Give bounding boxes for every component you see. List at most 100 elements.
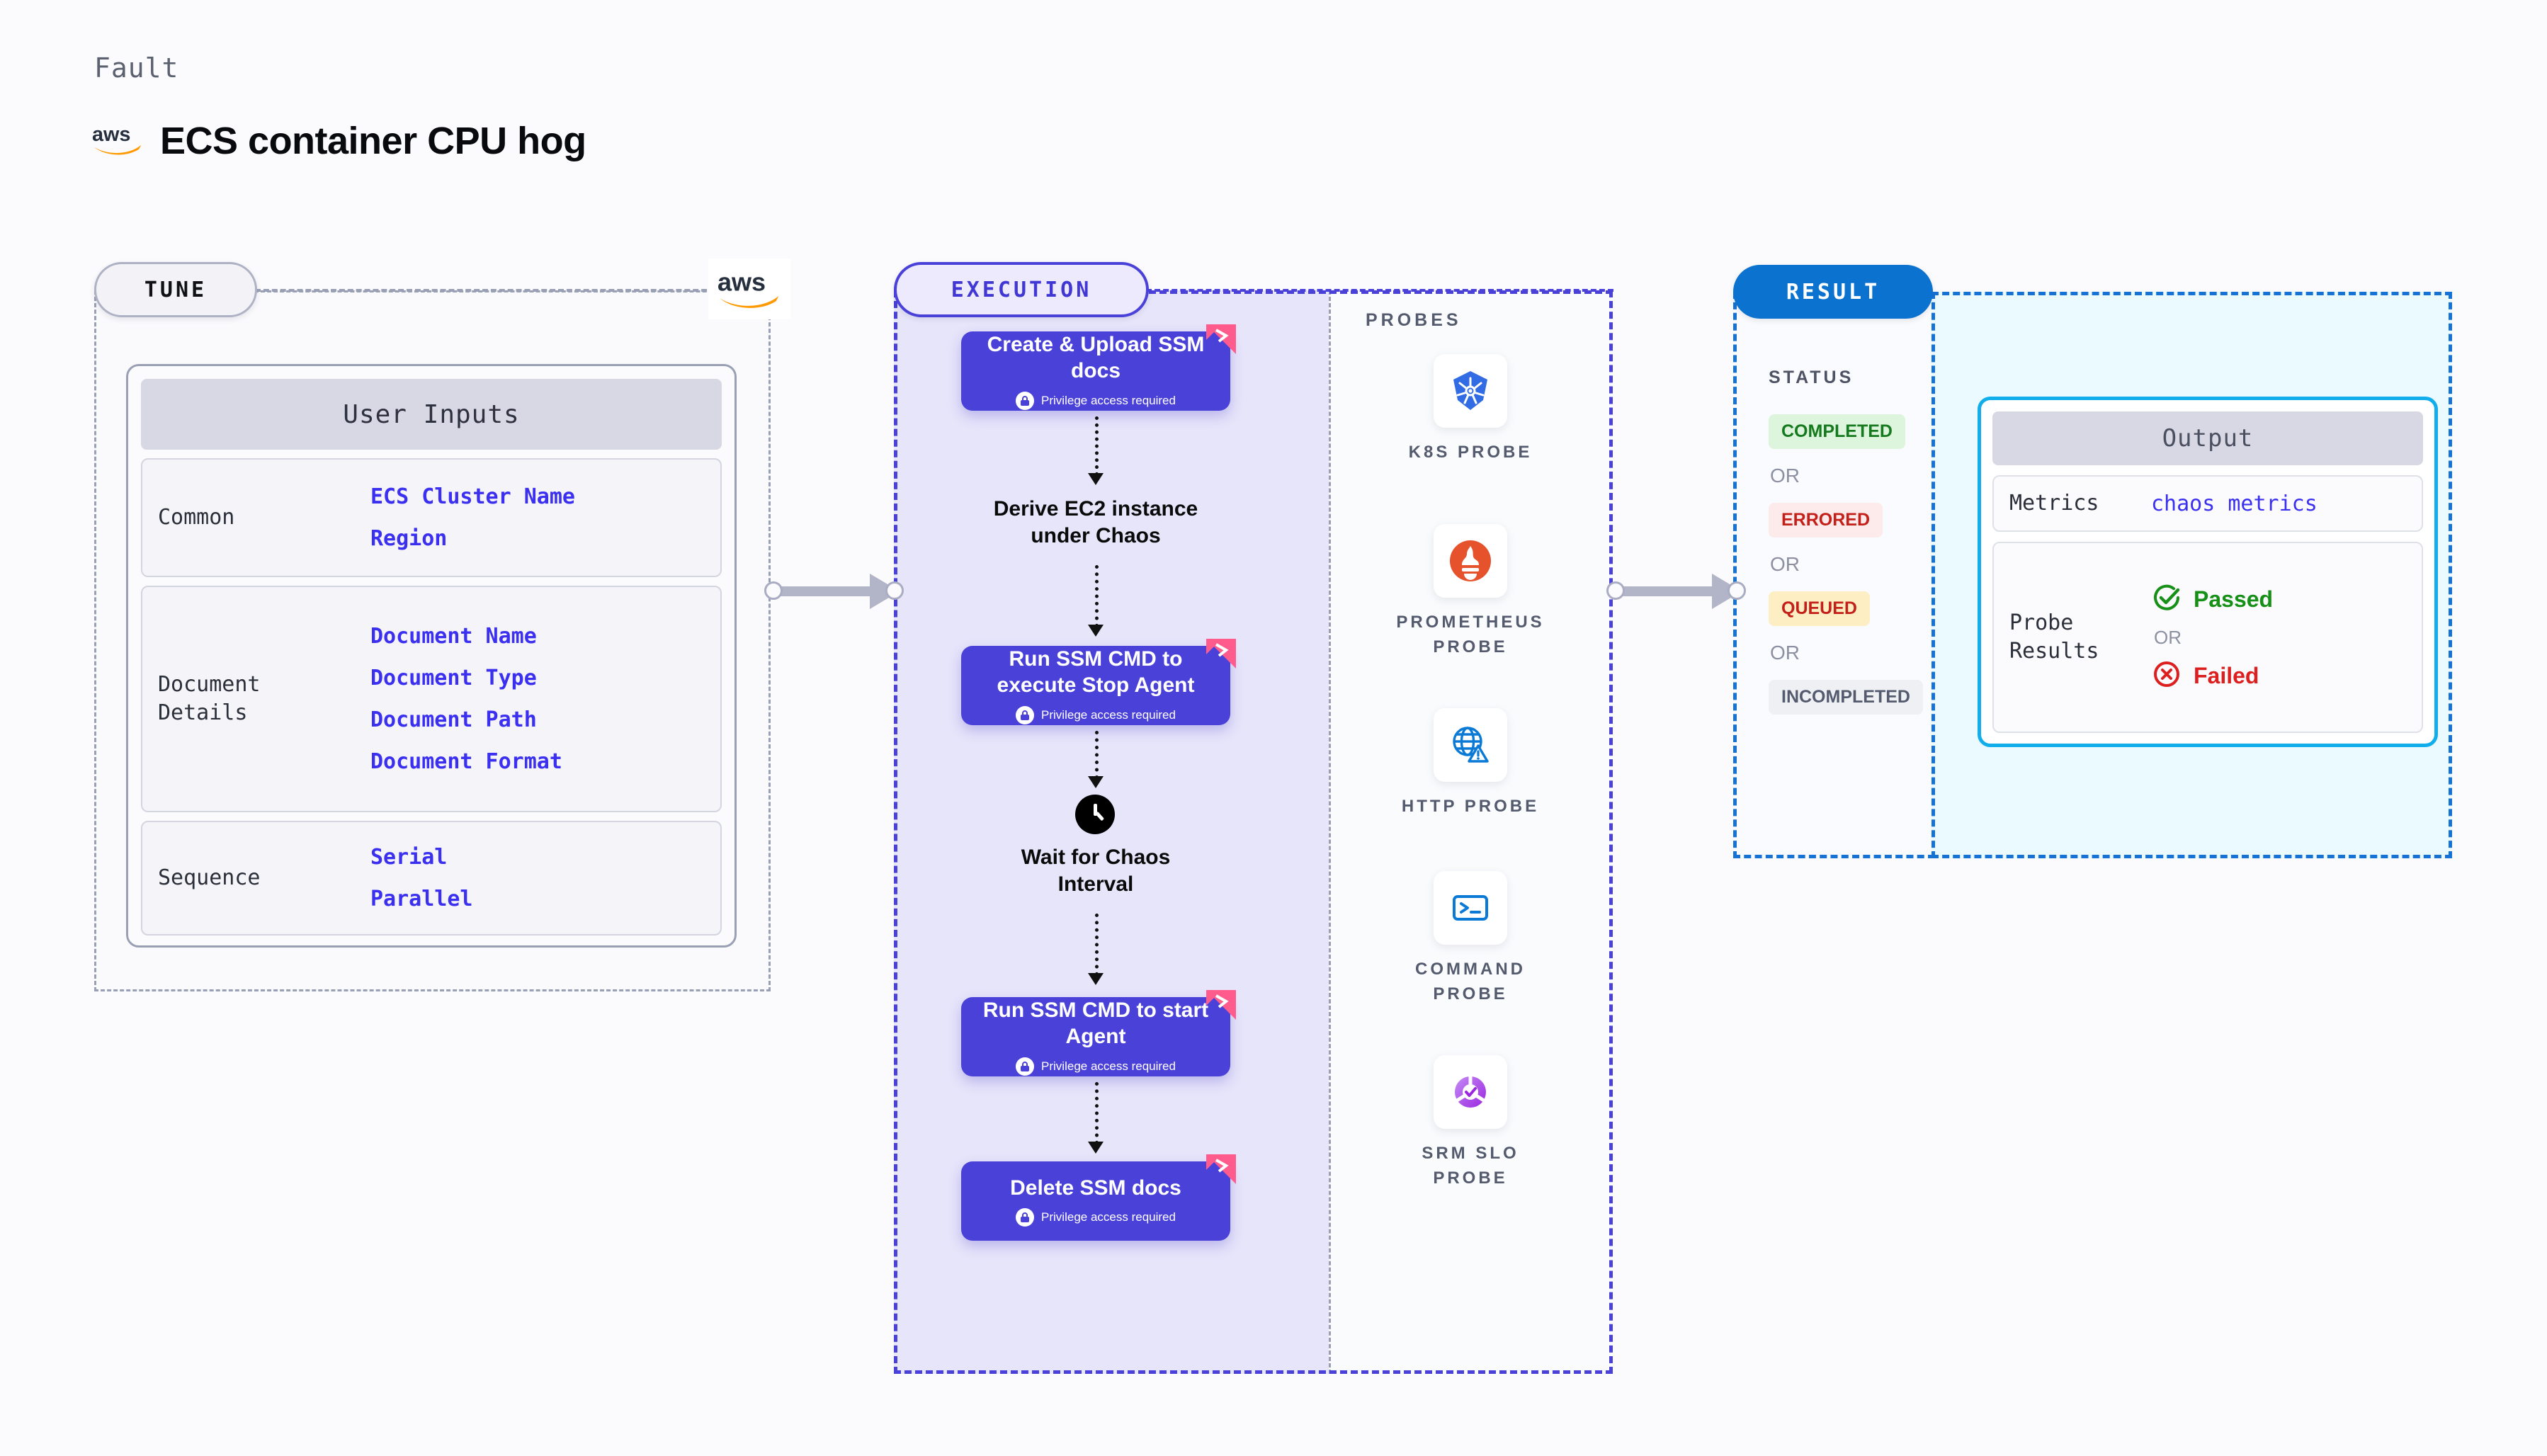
status-list: COMPLETED OR ERRORED OR QUEUED OR INCOMP… bbox=[1769, 414, 1931, 715]
status-title: STATUS bbox=[1769, 368, 1854, 387]
or-label: OR bbox=[1770, 553, 1800, 575]
flow-connector bbox=[1095, 731, 1099, 779]
lock-icon bbox=[1016, 391, 1035, 410]
litmus-flag-icon bbox=[1202, 320, 1240, 358]
input-value[interactable]: Document Path bbox=[370, 707, 537, 732]
result-panel bbox=[1733, 292, 1935, 858]
probe-label: K8S PROBE bbox=[1408, 443, 1533, 462]
flow-step-run-ssm-cmd-start-agent[interactable]: Run SSM CMD to start Agent Privilege acc… bbox=[961, 990, 1236, 1076]
metrics-label: Metrics bbox=[2009, 490, 2099, 516]
flow-arrowhead-icon bbox=[1088, 973, 1104, 985]
prometheus-icon bbox=[1434, 524, 1507, 598]
flow-arrowhead-icon bbox=[1088, 776, 1104, 788]
output-title: Output bbox=[1992, 411, 2423, 465]
page-title-row: aws ECS container CPU hog bbox=[92, 119, 586, 163]
aws-logo-icon: aws bbox=[92, 123, 143, 160]
input-value[interactable]: Serial bbox=[370, 845, 448, 870]
privilege-note-text: Privilege access required bbox=[1041, 1210, 1176, 1224]
input-value[interactable]: Document Name bbox=[370, 624, 537, 649]
lock-icon bbox=[1016, 1208, 1035, 1227]
flow-step-delete-ssm-docs[interactable]: Delete SSM docs Privilege access require… bbox=[961, 1154, 1236, 1241]
flow-arrowhead-icon bbox=[1088, 473, 1104, 485]
tune-pill[interactable]: TUNE bbox=[94, 262, 257, 317]
user-inputs-card: User Inputs Common ECS Cluster Name Regi… bbox=[126, 364, 737, 948]
probe-result-passed: Passed bbox=[2151, 582, 2273, 617]
input-group-common: Common ECS Cluster Name Region bbox=[141, 458, 722, 577]
or-label: OR bbox=[1770, 642, 1800, 664]
privilege-note: Privilege access required bbox=[1016, 391, 1176, 410]
execution-panel bbox=[894, 290, 1613, 1374]
result-pill[interactable]: RESULT bbox=[1733, 265, 1933, 319]
probe-item-http[interactable]: HTTP PROBE bbox=[1383, 708, 1558, 819]
failed-label: Failed bbox=[2194, 662, 2259, 688]
aws-logo-icon-tune: aws bbox=[708, 258, 790, 319]
status-badge-queued: QUEUED bbox=[1769, 591, 1870, 626]
flow-connector bbox=[1095, 565, 1099, 627]
x-circle-icon bbox=[2151, 659, 2182, 693]
probes-title: PROBES bbox=[1366, 310, 1462, 330]
flow-step-run-ssm-cmd-stop-agent[interactable]: Run SSM CMD to execute Stop Agent Privil… bbox=[961, 639, 1236, 725]
flow-arrowhead-icon bbox=[1088, 625, 1104, 637]
kubernetes-icon bbox=[1434, 354, 1507, 428]
input-value[interactable]: Region bbox=[370, 526, 448, 551]
privilege-note-text: Privilege access required bbox=[1041, 1059, 1176, 1073]
input-group-label: Sequence bbox=[158, 865, 261, 890]
status-badge-errored: ERRORED bbox=[1769, 503, 1883, 538]
lock-icon bbox=[1016, 705, 1035, 724]
execution-leader-line bbox=[1146, 289, 1613, 292]
clock-icon bbox=[1075, 795, 1115, 834]
connector-tune-to-execution bbox=[764, 574, 905, 609]
status-badge-completed: COMPLETED bbox=[1769, 414, 1905, 449]
privilege-note: Privilege access required bbox=[1016, 705, 1176, 724]
litmus-flag-icon bbox=[1202, 1150, 1240, 1188]
metrics-value[interactable]: chaos metrics bbox=[2151, 491, 2318, 516]
input-value[interactable]: Document Type bbox=[370, 666, 537, 690]
flow-step-title: Delete SSM docs bbox=[1010, 1176, 1181, 1200]
input-group-sequence: Sequence Serial Parallel bbox=[141, 821, 722, 935]
connector-execution-to-result bbox=[1606, 574, 1747, 609]
check-circle-icon bbox=[2151, 582, 2182, 617]
lock-icon bbox=[1016, 1057, 1035, 1076]
flow-connector bbox=[1095, 1082, 1099, 1144]
execution-pill[interactable]: EXECUTION bbox=[894, 262, 1149, 317]
flow-arrowhead-icon bbox=[1088, 1142, 1104, 1154]
litmus-flag-icon bbox=[1202, 986, 1240, 1024]
flow-step-title: Run SSM CMD to execute Stop Agent bbox=[997, 647, 1195, 697]
or-label: OR bbox=[1770, 465, 1800, 487]
probe-label: HTTP PROBE bbox=[1401, 797, 1540, 816]
execution-flow: Create & Upload SSM docs Privilege acces… bbox=[894, 290, 1333, 1374]
terminal-icon bbox=[1434, 871, 1507, 945]
privilege-note: Privilege access required bbox=[1016, 1057, 1176, 1076]
page-title: ECS container CPU hog bbox=[160, 120, 586, 162]
tune-leader-line bbox=[255, 289, 715, 292]
litmus-flag-icon bbox=[1202, 635, 1240, 673]
flow-connector bbox=[1095, 914, 1099, 976]
input-value[interactable]: Parallel bbox=[370, 887, 473, 911]
or-label: OR bbox=[2154, 626, 2182, 648]
output-row-metrics: Metrics chaos metrics bbox=[1992, 475, 2423, 532]
privilege-note-text: Privilege access required bbox=[1041, 393, 1176, 407]
user-inputs-title: User Inputs bbox=[141, 379, 722, 450]
page-eyebrow: Fault bbox=[94, 52, 179, 84]
flow-step-create-upload-ssm-docs[interactable]: Create & Upload SSM docs Privilege acces… bbox=[961, 324, 1236, 411]
probe-item-k8s[interactable]: K8S PROBE bbox=[1383, 354, 1558, 465]
passed-label: Passed bbox=[2194, 586, 2274, 612]
probe-result-failed: Failed bbox=[2151, 659, 2273, 693]
probes-panel bbox=[1329, 290, 1612, 1374]
input-value[interactable]: Document Format bbox=[370, 749, 562, 774]
input-value[interactable]: ECS Cluster Name bbox=[370, 484, 575, 509]
status-badge-incompleted: INCOMPLETED bbox=[1769, 680, 1923, 715]
privilege-note-text: Privilege access required bbox=[1041, 707, 1176, 722]
